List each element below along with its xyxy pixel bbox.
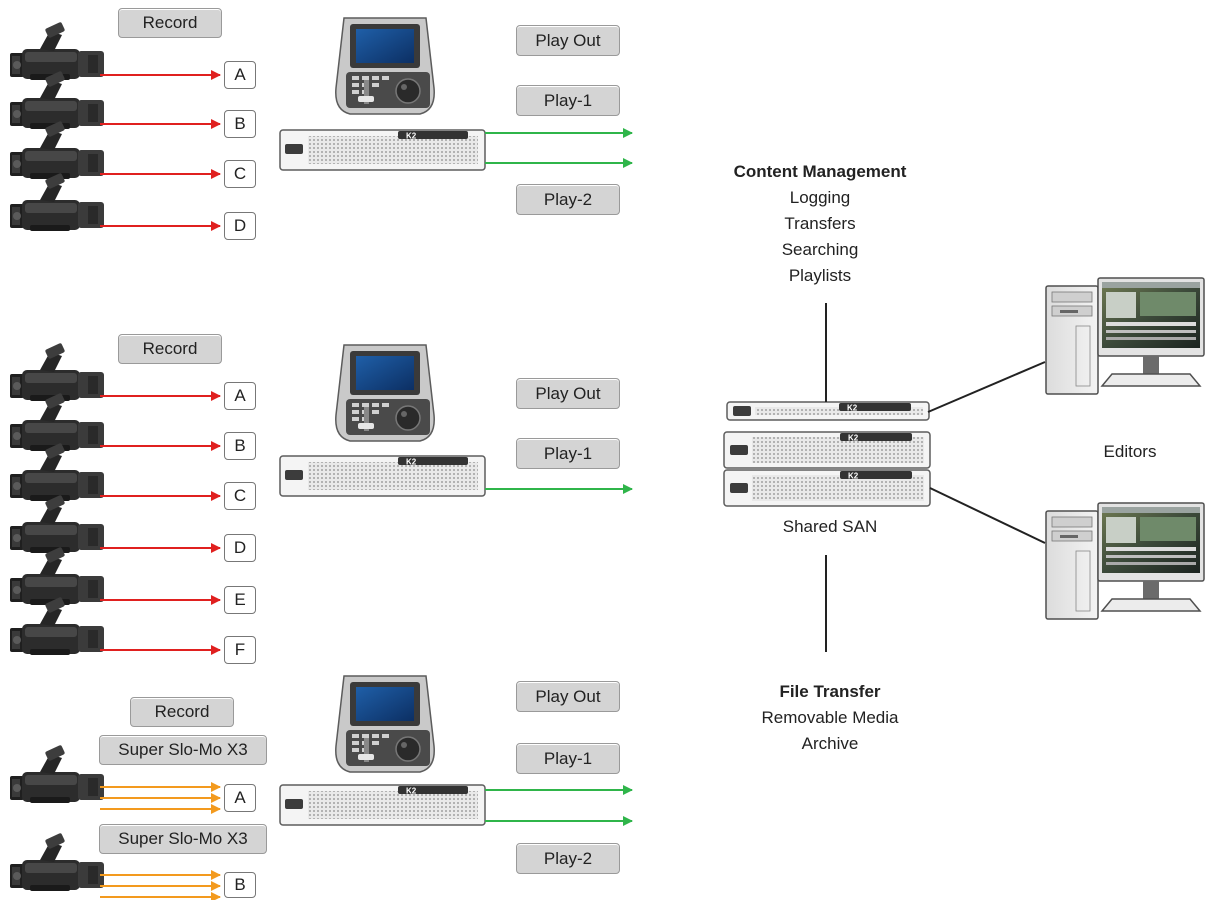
super-slo-mo-button-1[interactable]: Super Slo-Mo X3 xyxy=(99,735,267,765)
content-management-item-playlists: Playlists xyxy=(788,266,852,285)
editor-workstation-icon xyxy=(1045,502,1205,620)
play-out-button-row3[interactable]: Play Out xyxy=(516,681,620,712)
camera-icon xyxy=(10,120,104,179)
camera-icon xyxy=(10,832,104,891)
connector-line xyxy=(927,361,1046,413)
input-label-row3-a: A xyxy=(224,784,256,812)
record-button-row2[interactable]: Record xyxy=(118,334,222,364)
san-storage-icon: K2 xyxy=(723,431,931,469)
editor-workstation-icon xyxy=(1045,277,1205,395)
input-label-row2-b: B xyxy=(224,432,256,460)
input-label-row1-a: A xyxy=(224,61,256,89)
input-label-row2-c: C xyxy=(224,482,256,510)
camera-icon xyxy=(10,744,104,803)
record-button-row3[interactable]: Record xyxy=(130,697,234,727)
camera-icon xyxy=(10,342,104,401)
remote-controller-icon xyxy=(335,675,435,773)
san-controller-icon: K2 xyxy=(726,401,930,421)
content-management-item-logging: Logging xyxy=(789,188,851,207)
play1-button-row3[interactable]: Play-1 xyxy=(516,743,620,774)
file-transfer-item-removable-media: Removable Media xyxy=(761,708,899,727)
camera-icon xyxy=(10,494,104,553)
input-label-row2-e: E xyxy=(224,586,256,614)
camera-icon xyxy=(10,596,104,655)
play-out-button-row1[interactable]: Play Out xyxy=(516,25,620,56)
play1-button-row2[interactable]: Play-1 xyxy=(516,438,620,469)
input-label-row3-b: B xyxy=(224,872,256,898)
k2-server-icon xyxy=(279,784,486,826)
remote-controller-icon xyxy=(335,344,435,442)
file-transfer-item-archive: Archive xyxy=(801,734,859,753)
super-slo-mo-button-2[interactable]: Super Slo-Mo X3 xyxy=(99,824,267,854)
file-transfer-title: File Transfer xyxy=(779,682,881,701)
input-label-row1-d: D xyxy=(224,212,256,240)
svg-text:K2: K2 xyxy=(848,472,859,481)
k2-server-icon xyxy=(279,129,486,171)
play2-button-row3[interactable]: Play-2 xyxy=(516,843,620,874)
connector-line xyxy=(929,487,1046,544)
camera-icon xyxy=(10,392,104,451)
svg-text:K2: K2 xyxy=(847,404,858,413)
play2-button-row1[interactable]: Play-2 xyxy=(516,184,620,215)
remote-controller-icon xyxy=(335,17,435,115)
play1-button-row1[interactable]: Play-1 xyxy=(516,85,620,116)
input-label-row2-f: F xyxy=(224,636,256,664)
record-button-row1[interactable]: Record xyxy=(118,8,222,38)
content-management-item-searching: Searching xyxy=(781,240,859,259)
shared-san-label: Shared SAN xyxy=(782,517,878,536)
input-label-row1-c: C xyxy=(224,160,256,188)
play-out-button-row2[interactable]: Play Out xyxy=(516,378,620,409)
input-label-row1-b: B xyxy=(224,110,256,138)
san-storage-icon: K2 xyxy=(723,469,931,507)
camera-icon xyxy=(10,172,104,231)
k2-server-icon xyxy=(279,455,486,497)
content-management-title: Content Management xyxy=(733,162,907,181)
camera-icon xyxy=(10,546,104,605)
input-label-row2-a: A xyxy=(224,382,256,410)
svg-text:K2: K2 xyxy=(848,434,859,443)
editors-label: Editors xyxy=(1103,442,1157,461)
content-management-item-transfers: Transfers xyxy=(784,214,856,233)
camera-icon xyxy=(10,442,104,501)
camera-icon xyxy=(10,21,104,80)
camera-icon xyxy=(10,70,104,129)
input-label-row2-d: D xyxy=(224,534,256,562)
